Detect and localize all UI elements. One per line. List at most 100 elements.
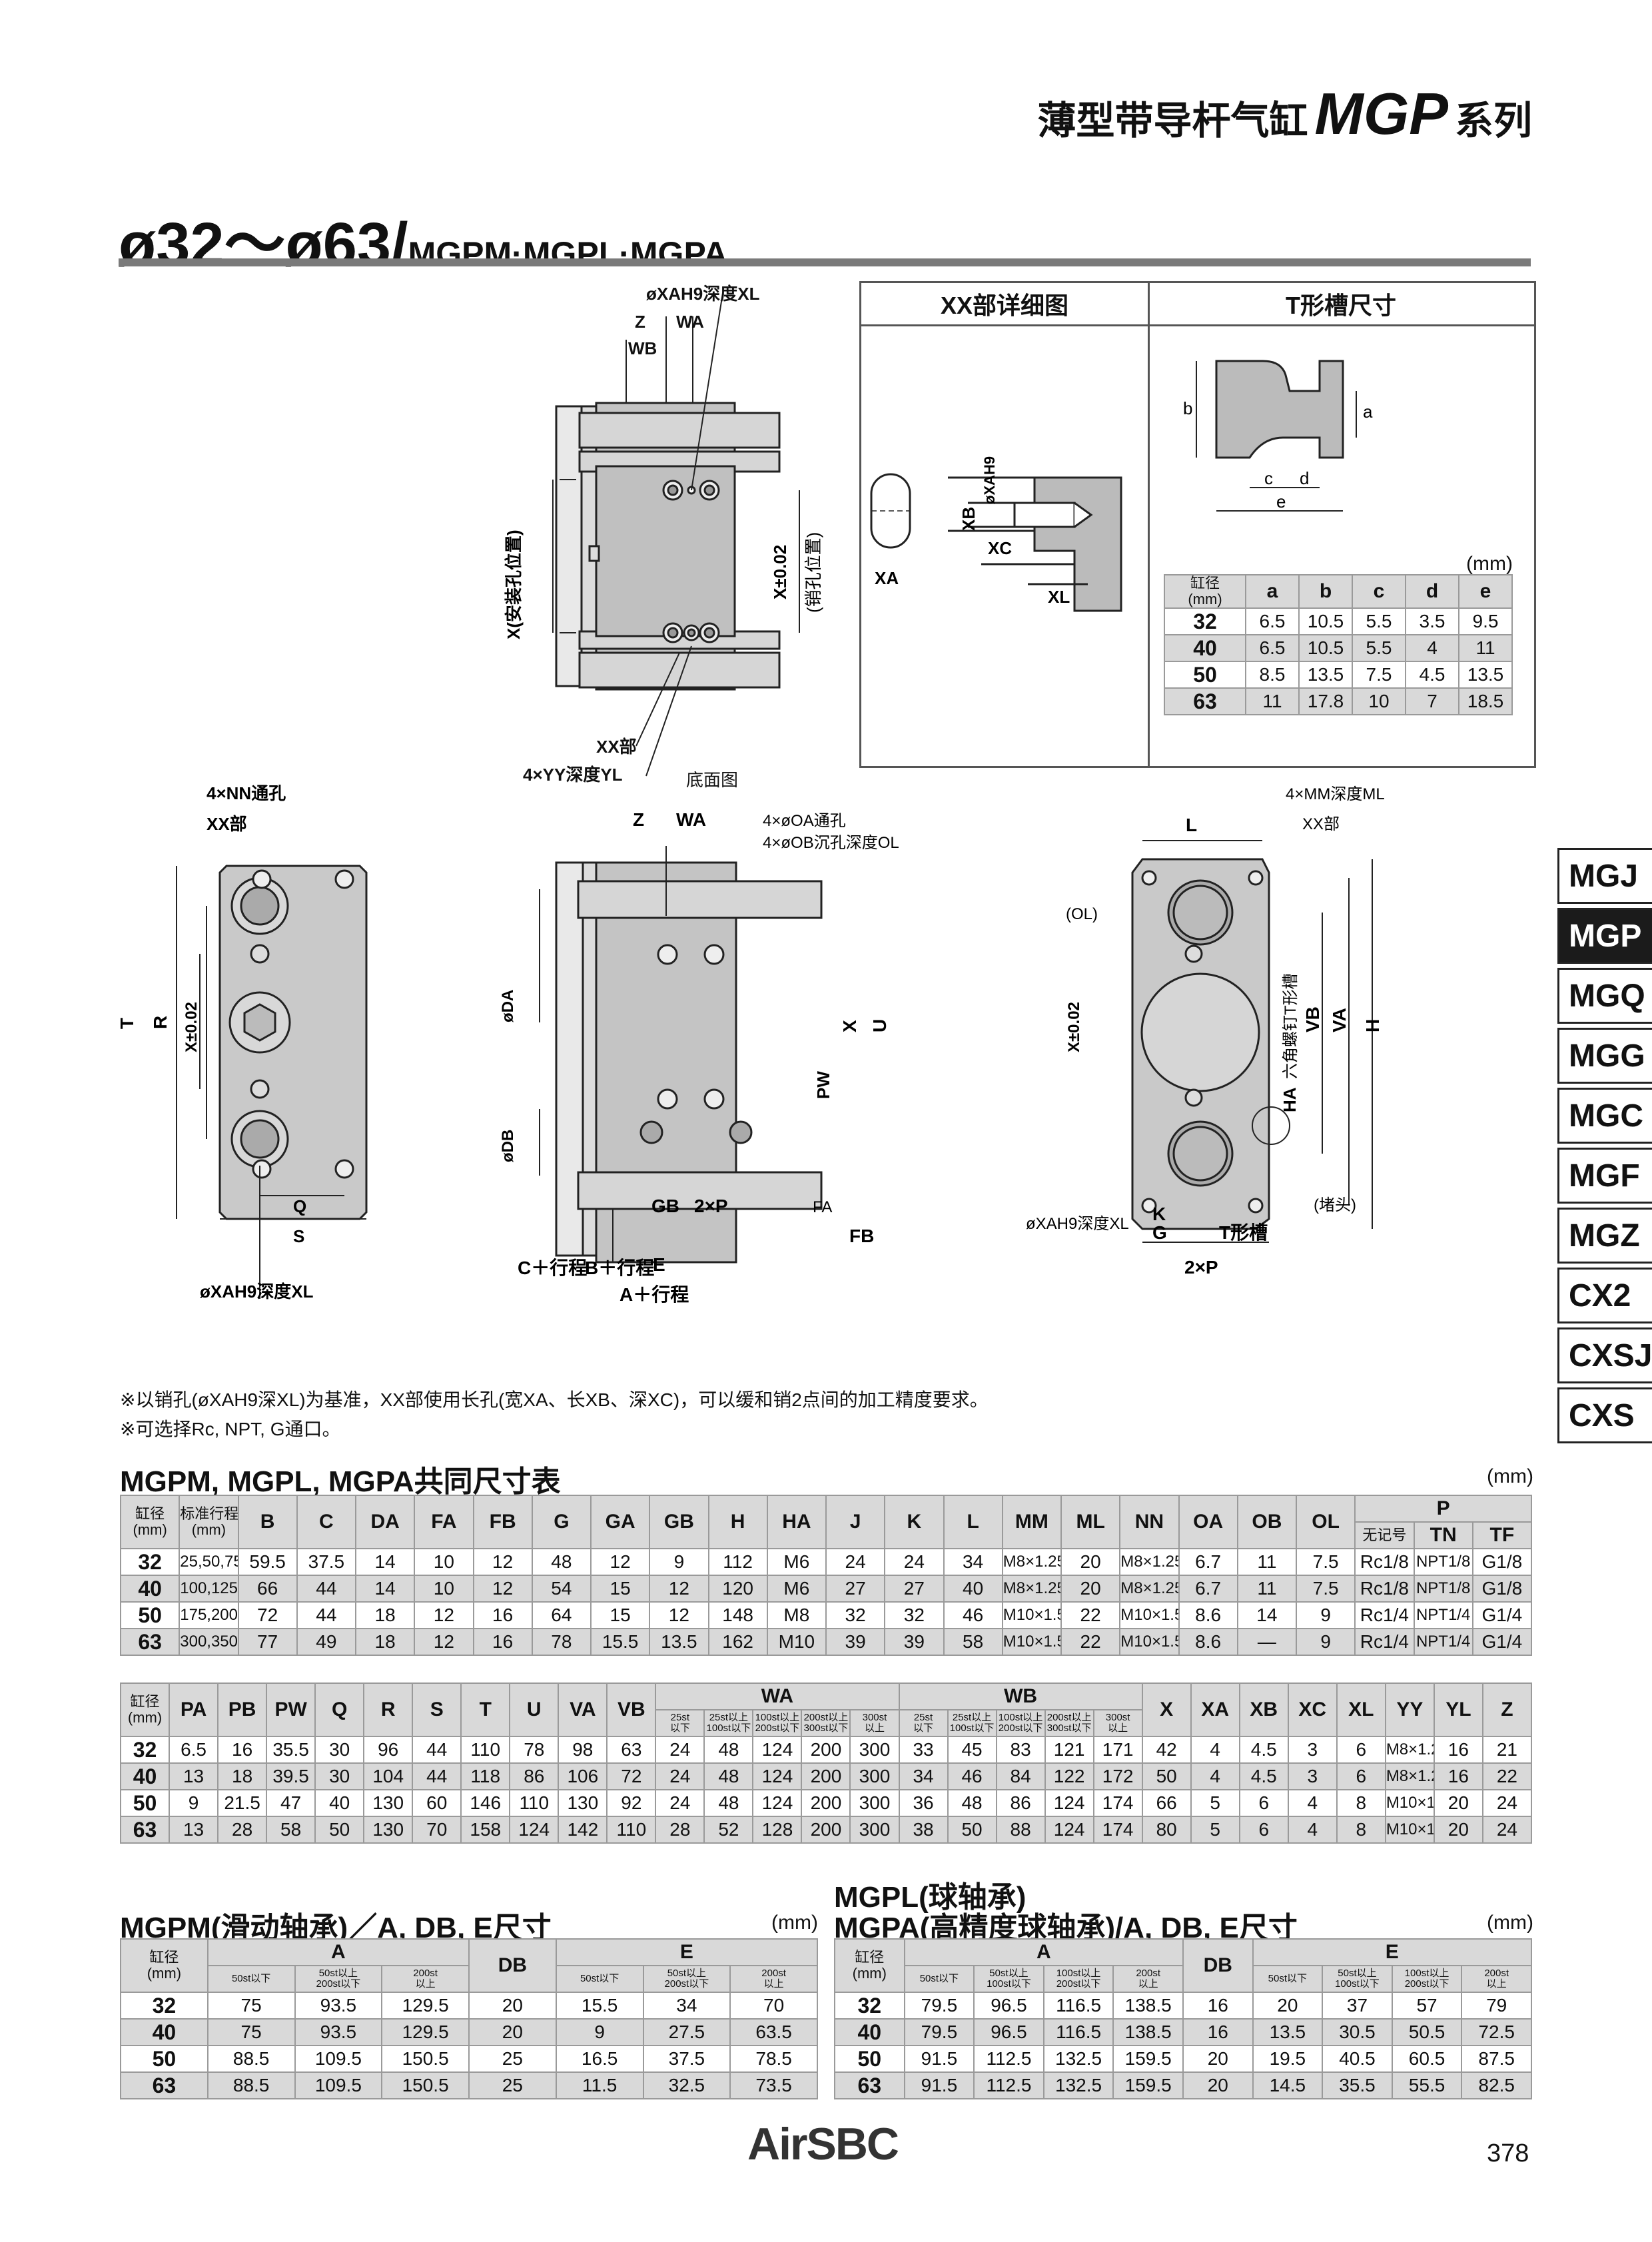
- table-header-cell: YY: [1384, 1682, 1435, 1737]
- table-header-cell: OB: [1236, 1495, 1298, 1549]
- label-yy: 4×YY深度YL: [523, 765, 623, 785]
- series-tab-mgf[interactable]: MGF: [1557, 1148, 1652, 1204]
- table-cell: 78: [509, 1736, 560, 1764]
- table-cell: 8.6: [1178, 1628, 1238, 1656]
- label-pa-stroke: FB: [849, 1226, 874, 1246]
- table-cell: 11: [1236, 1575, 1298, 1603]
- table-cell: 66: [237, 1575, 298, 1603]
- table-cell: 124: [1044, 1789, 1094, 1817]
- table-row: 63300,350,40077491812167815.513.5162M103…: [119, 1628, 1533, 1656]
- mgpl-table-unit: (mm): [1487, 1912, 1533, 1934]
- table-header-cell: PB: [217, 1682, 268, 1737]
- table-cell: 175,200,250: [179, 1601, 239, 1629]
- table-cell: 93.5: [294, 1992, 383, 2020]
- series-tab-mgz[interactable]: MGZ: [1557, 1208, 1652, 1264]
- table-cell: 121: [1044, 1736, 1094, 1764]
- table-cell: 46: [943, 1601, 1003, 1629]
- label-xx: XX部: [596, 737, 637, 757]
- table-header-cell: NN: [1119, 1495, 1180, 1549]
- table-header-cell: ML: [1060, 1495, 1121, 1549]
- label-z-side: Z: [633, 809, 644, 830]
- table-cell: —: [1236, 1628, 1298, 1656]
- table-cell: 72: [237, 1601, 298, 1629]
- table-cell: 24: [1481, 1816, 1533, 1844]
- table-cell: 30: [314, 1736, 365, 1764]
- table-cell: 63: [834, 2071, 905, 2099]
- table-cell: NPT1/4: [1413, 1628, 1473, 1656]
- side-view-drawing: Z WA GB 2×P C＋行程 B＋行程 E A＋行程 FB 4×øOA通孔 …: [500, 809, 899, 1305]
- table-cell: 47: [266, 1789, 316, 1817]
- label-hex-tslot: 六角螺钉T形槽: [1282, 973, 1300, 1079]
- series-tab-cxs[interactable]: CXS: [1557, 1387, 1652, 1443]
- label-oa: 4×øOA通孔: [763, 812, 846, 830]
- table-cell: 32: [884, 1601, 945, 1629]
- table-cell: 58: [266, 1816, 316, 1844]
- table-header-cell: OA: [1178, 1495, 1238, 1549]
- table-cell: 9: [649, 1548, 709, 1576]
- table-header-cell: E: [1252, 1938, 1533, 1966]
- table-cell: 18: [217, 1762, 268, 1790]
- series-tab-mgc[interactable]: MGC: [1557, 1088, 1652, 1144]
- table-cell: 4: [1190, 1762, 1240, 1790]
- table-cell: 39: [884, 1628, 945, 1656]
- table-cell: 59.5: [237, 1548, 298, 1576]
- table-cell: M10×1.5: [1119, 1628, 1180, 1656]
- table-cell: 25: [468, 2045, 557, 2073]
- table-cell: 6.7: [1178, 1548, 1238, 1576]
- table-cell: 96: [363, 1736, 414, 1764]
- table-cell: 124: [752, 1736, 803, 1764]
- table-cell: G1/4: [1471, 1601, 1533, 1629]
- table-cell: 300: [849, 1789, 900, 1817]
- table-cell: 42: [1141, 1736, 1192, 1764]
- table-cell: 92: [606, 1789, 657, 1817]
- table-cell: 40: [314, 1789, 365, 1817]
- series-tab-mgp[interactable]: MGP: [1557, 908, 1652, 964]
- label-xc: XC: [988, 538, 1012, 558]
- table-cell: 72.5: [1461, 2018, 1532, 2046]
- label-c-stroke: E: [653, 1254, 665, 1275]
- table-cell: 22: [1060, 1628, 1121, 1656]
- table-cell: 5: [1190, 1816, 1240, 1844]
- table-cell: 7.5: [1295, 1548, 1356, 1576]
- table-cell: 64: [531, 1601, 592, 1629]
- table-cell: 13.5: [1298, 661, 1353, 689]
- series-tab-mgj[interactable]: MGJ: [1557, 848, 1652, 904]
- common-table-title: MGPM, MGPL, MGPA共同尺寸表: [120, 1465, 561, 1498]
- series-tab-cxsj[interactable]: CXSJ: [1557, 1327, 1652, 1383]
- table-header-cell: B: [237, 1495, 298, 1549]
- table-cell: 124: [509, 1816, 560, 1844]
- series-tab-mgg[interactable]: MGG: [1557, 1028, 1652, 1084]
- table-cell: 110: [509, 1789, 560, 1817]
- table-cell: 16: [217, 1736, 268, 1764]
- table-cell: 128: [752, 1816, 803, 1844]
- table-cell: 5.5: [1352, 607, 1406, 635]
- label-h: H: [1362, 1019, 1383, 1032]
- table-cell: G1/8: [1471, 1548, 1533, 1576]
- table-cell: 24: [655, 1789, 705, 1817]
- table-header-cell: DB: [468, 1938, 557, 1993]
- series-tab-cx2[interactable]: CX2: [1557, 1268, 1652, 1323]
- table-cell: 39: [825, 1628, 886, 1656]
- table-cell: 150.5: [381, 2071, 470, 2099]
- series-tab-mgq[interactable]: MGQ: [1557, 968, 1652, 1024]
- table-cell: 77: [237, 1628, 298, 1656]
- label-k: T形槽: [1219, 1222, 1268, 1243]
- table-cell: 20: [1433, 1816, 1483, 1844]
- table-cell: 132.5: [1042, 2045, 1114, 2073]
- label-oxa-front: øXAH9深度XL: [200, 1282, 314, 1302]
- table-cell: 15.5: [590, 1628, 651, 1656]
- table-cell: NPT1/8: [1413, 1575, 1473, 1603]
- table-cell: 200: [801, 1789, 851, 1817]
- box-divider: [1148, 324, 1150, 766]
- table-header-cell: XB: [1238, 1682, 1289, 1737]
